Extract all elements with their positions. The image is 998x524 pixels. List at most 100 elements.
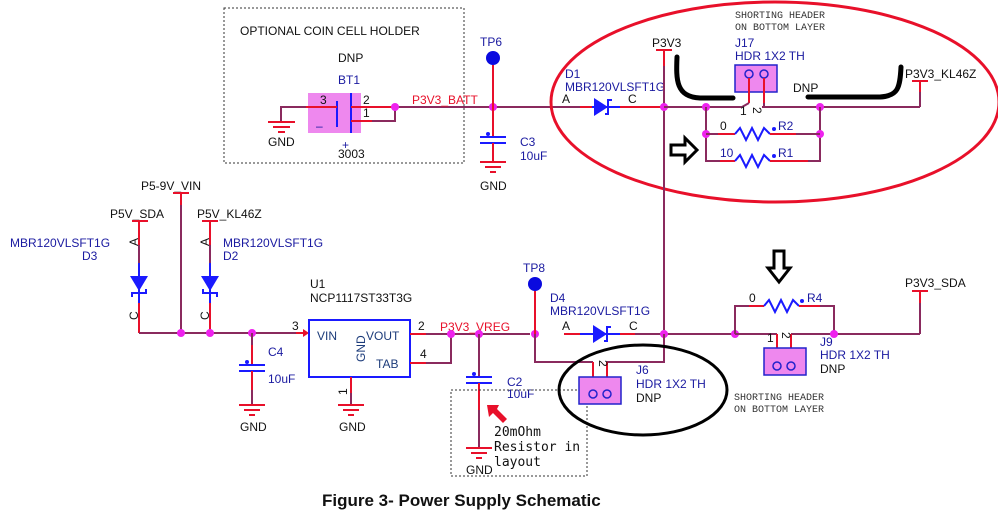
tp8-testpoint bbox=[528, 277, 542, 291]
j17-dnp: DNP bbox=[793, 81, 818, 95]
j6-header bbox=[578, 376, 622, 405]
bt1-dnp: DNP bbox=[338, 51, 363, 65]
u1-pin-tab: 4 bbox=[420, 347, 427, 361]
u1-vin-label: VIN bbox=[317, 329, 337, 343]
d1-anode: A bbox=[562, 92, 570, 106]
c4-gnd-label: GND bbox=[240, 420, 267, 434]
d2-part: MBR120VLSFT1G bbox=[223, 236, 323, 250]
r2-value: 0 bbox=[720, 119, 727, 133]
j6-part: HDR 1X2 TH bbox=[636, 377, 706, 391]
d4-ref: D4 bbox=[550, 291, 566, 305]
u1-gnd-pin-label: GND bbox=[354, 335, 368, 362]
u1-vout-label: VOUT bbox=[366, 329, 400, 343]
d2-diode-symbol bbox=[201, 276, 219, 291]
annotation-line1: 20mOhm bbox=[494, 425, 541, 440]
j17-note-line2: ON BOTTOM LAYER bbox=[735, 23, 825, 34]
r2-ref: R2 bbox=[778, 119, 794, 133]
j9-pin2: 2 bbox=[779, 332, 793, 339]
d2-cathode: C bbox=[198, 311, 212, 320]
c4-ref: C4 bbox=[268, 345, 284, 359]
c3-value: 10uF bbox=[520, 149, 547, 163]
net-p3v3-sda: P3V3_SDA bbox=[905, 276, 966, 290]
figure-caption: Figure 3- Power Supply Schematic bbox=[322, 491, 601, 510]
j9-note-line2: ON BOTTOM LAYER bbox=[734, 405, 824, 416]
u1-gnd-label: GND bbox=[339, 420, 366, 434]
u1-pin-vout: 2 bbox=[418, 319, 425, 333]
j17-pin1: 1 bbox=[740, 104, 747, 118]
bt1-pin1: 1 bbox=[363, 106, 370, 120]
r1-ref: R1 bbox=[778, 146, 794, 160]
j6-pin2: 2 bbox=[596, 360, 610, 367]
d1-part: MBR120VLSFT1G bbox=[565, 80, 665, 94]
j9-header bbox=[763, 347, 807, 376]
d4-cathode: C bbox=[629, 319, 638, 333]
bt1-part: 3003 bbox=[338, 147, 365, 161]
net-p5v-kl46z: P5V_KL46Z bbox=[197, 207, 262, 221]
j9-pin1: 1 bbox=[767, 331, 774, 345]
tp6-label: TP6 bbox=[480, 35, 502, 49]
d3-diode-symbol bbox=[130, 276, 148, 291]
r1-value: 10 bbox=[720, 146, 734, 160]
j17-ref: J17 bbox=[735, 36, 755, 50]
c2-gnd-label: GND bbox=[466, 463, 493, 477]
d3-anode: A bbox=[127, 238, 141, 246]
c3-gnd-label: GND bbox=[480, 179, 507, 193]
gnd-symbol-u1 bbox=[338, 404, 364, 416]
bt1-body bbox=[308, 93, 361, 133]
tp6-testpoint bbox=[486, 51, 500, 65]
highlight-ellipse-black bbox=[557, 343, 729, 437]
net-p3v3: P3V3 bbox=[652, 36, 682, 50]
bt1-gnd-label: GND bbox=[268, 135, 295, 149]
annotation-stroke-right bbox=[805, 64, 904, 100]
d3-cathode: C bbox=[127, 311, 141, 320]
j6-dnp: DNP bbox=[636, 391, 661, 405]
j9-part: HDR 1X2 TH bbox=[820, 348, 890, 362]
d4-part: MBR120VLSFT1G bbox=[550, 304, 650, 318]
r4-ref: R4 bbox=[807, 291, 823, 305]
bt1-ref: BT1 bbox=[338, 73, 360, 87]
d1-cathode: C bbox=[628, 92, 637, 106]
gnd-symbol-c4 bbox=[239, 404, 265, 416]
u1-pin-gnd: 1 bbox=[336, 388, 350, 395]
annotation-line3: layout bbox=[494, 455, 541, 470]
net-p3v3-batt: P3V3_BATT bbox=[412, 93, 478, 107]
j6-ref: J6 bbox=[636, 363, 649, 377]
bt1-pin2: 2 bbox=[363, 93, 370, 107]
d2-ref: D2 bbox=[223, 249, 239, 263]
u1-part: NCP1117ST33T3G bbox=[310, 291, 412, 305]
d3-ref: D3 bbox=[82, 249, 98, 263]
highlight-ellipse-red bbox=[549, 0, 998, 204]
r4-value: 0 bbox=[749, 291, 756, 305]
u1-regulator-body bbox=[308, 319, 411, 378]
d4-diode-symbol bbox=[593, 325, 607, 343]
d3-part: MBR120VLSFT1G bbox=[10, 236, 110, 250]
j9-dnp: DNP bbox=[820, 362, 845, 376]
down-arrow-annotation bbox=[764, 249, 794, 285]
j17-header bbox=[734, 64, 778, 93]
net-p5v-sda: P5V_SDA bbox=[110, 207, 164, 221]
net-p3v3-kl46z: P3V3_KL46Z bbox=[905, 67, 976, 81]
net-p5-9v-vin: P5-9V_VIN bbox=[141, 179, 201, 193]
r4-resistor-symbol bbox=[763, 297, 800, 315]
d1-diode-symbol bbox=[594, 98, 608, 116]
j17-note-line1: SHORTING HEADER bbox=[735, 11, 825, 22]
j17-part: HDR 1X2 TH bbox=[735, 49, 805, 63]
u1-pin-vin: 3 bbox=[292, 319, 299, 333]
bt1-pin3: 3 bbox=[320, 93, 327, 107]
d4-anode: A bbox=[562, 319, 570, 333]
r1-resistor-symbol bbox=[734, 152, 771, 170]
bt1-plus: + bbox=[342, 138, 349, 152]
c3-ref: C3 bbox=[520, 135, 536, 149]
coin-cell-box bbox=[223, 7, 465, 164]
red-arrow-annotation bbox=[487, 405, 507, 423]
resistor-annotation-box bbox=[450, 389, 588, 477]
annotation-stroke-left bbox=[674, 54, 736, 101]
d1-ref: D1 bbox=[565, 67, 581, 81]
gnd-symbol-c2 bbox=[466, 447, 492, 459]
right-arrow-annotation bbox=[669, 134, 700, 166]
u1-tab-label: TAB bbox=[376, 357, 398, 371]
c2-ref: C2 bbox=[507, 375, 523, 389]
bt1-minus: – bbox=[316, 119, 323, 133]
u1-ref: U1 bbox=[310, 277, 326, 291]
j17-pin2: 2 bbox=[750, 107, 764, 114]
